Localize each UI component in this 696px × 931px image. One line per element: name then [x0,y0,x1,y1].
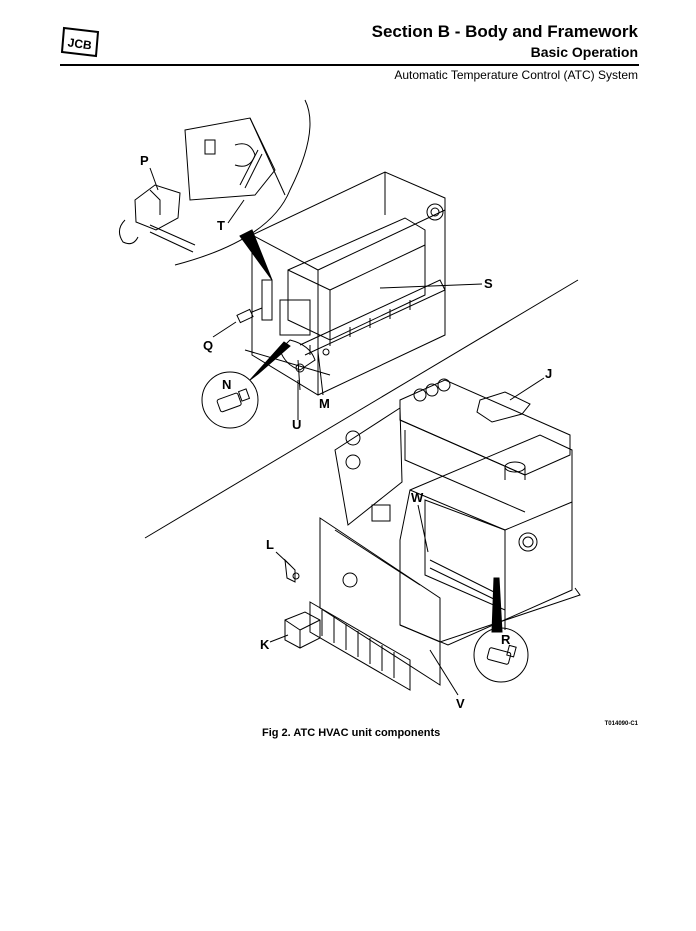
system-name: Automatic Temperature Control (ATC) Syst… [394,68,638,82]
callout-u: U [292,417,302,432]
separator-line [145,280,578,538]
bracket-l [285,560,299,582]
figure-caption: Fig 2. ATC HVAC unit components [262,727,441,739]
side-plate [335,408,402,525]
upper-housing [245,172,445,395]
detail-circle-r [474,628,528,682]
access-panel [320,518,440,685]
drawing-code: T014090-C1 [604,721,638,727]
callout-n: N [222,377,232,392]
leader-lines [150,168,544,695]
callout-j: J [545,366,553,381]
hvac-exploded-diagram [0,90,696,730]
callout-r: R [501,632,511,647]
callout-s: S [484,276,493,291]
detail-circle-n [202,372,258,428]
lower-housing [400,435,580,645]
top-cover [400,379,570,512]
subsection-title: Basic Operation [530,44,638,60]
detail-inset-arc [175,100,310,265]
svg-text:JCB: JCB [67,35,93,52]
callout-m: M [319,396,330,411]
jcb-logo: JCB [58,26,102,58]
detail-pointer-r [492,578,502,632]
callout-v: V [456,696,465,711]
callout-w: W [411,490,424,505]
callout-k: K [260,637,270,652]
sensor-connector-q [237,308,262,323]
inset-pointer [240,230,272,280]
header-rule [60,64,639,66]
callout-t: T [217,218,225,233]
inset-valve-housing [185,118,285,200]
callout-l: L [266,537,274,552]
valve-assembly [119,185,195,252]
section-title: Section B - Body and Framework [371,22,638,41]
callout-p: P [140,153,149,168]
filter-grille [310,602,410,690]
detail-pointer-n [250,342,290,380]
callout-q: Q [203,338,214,353]
control-module-k [285,612,320,648]
